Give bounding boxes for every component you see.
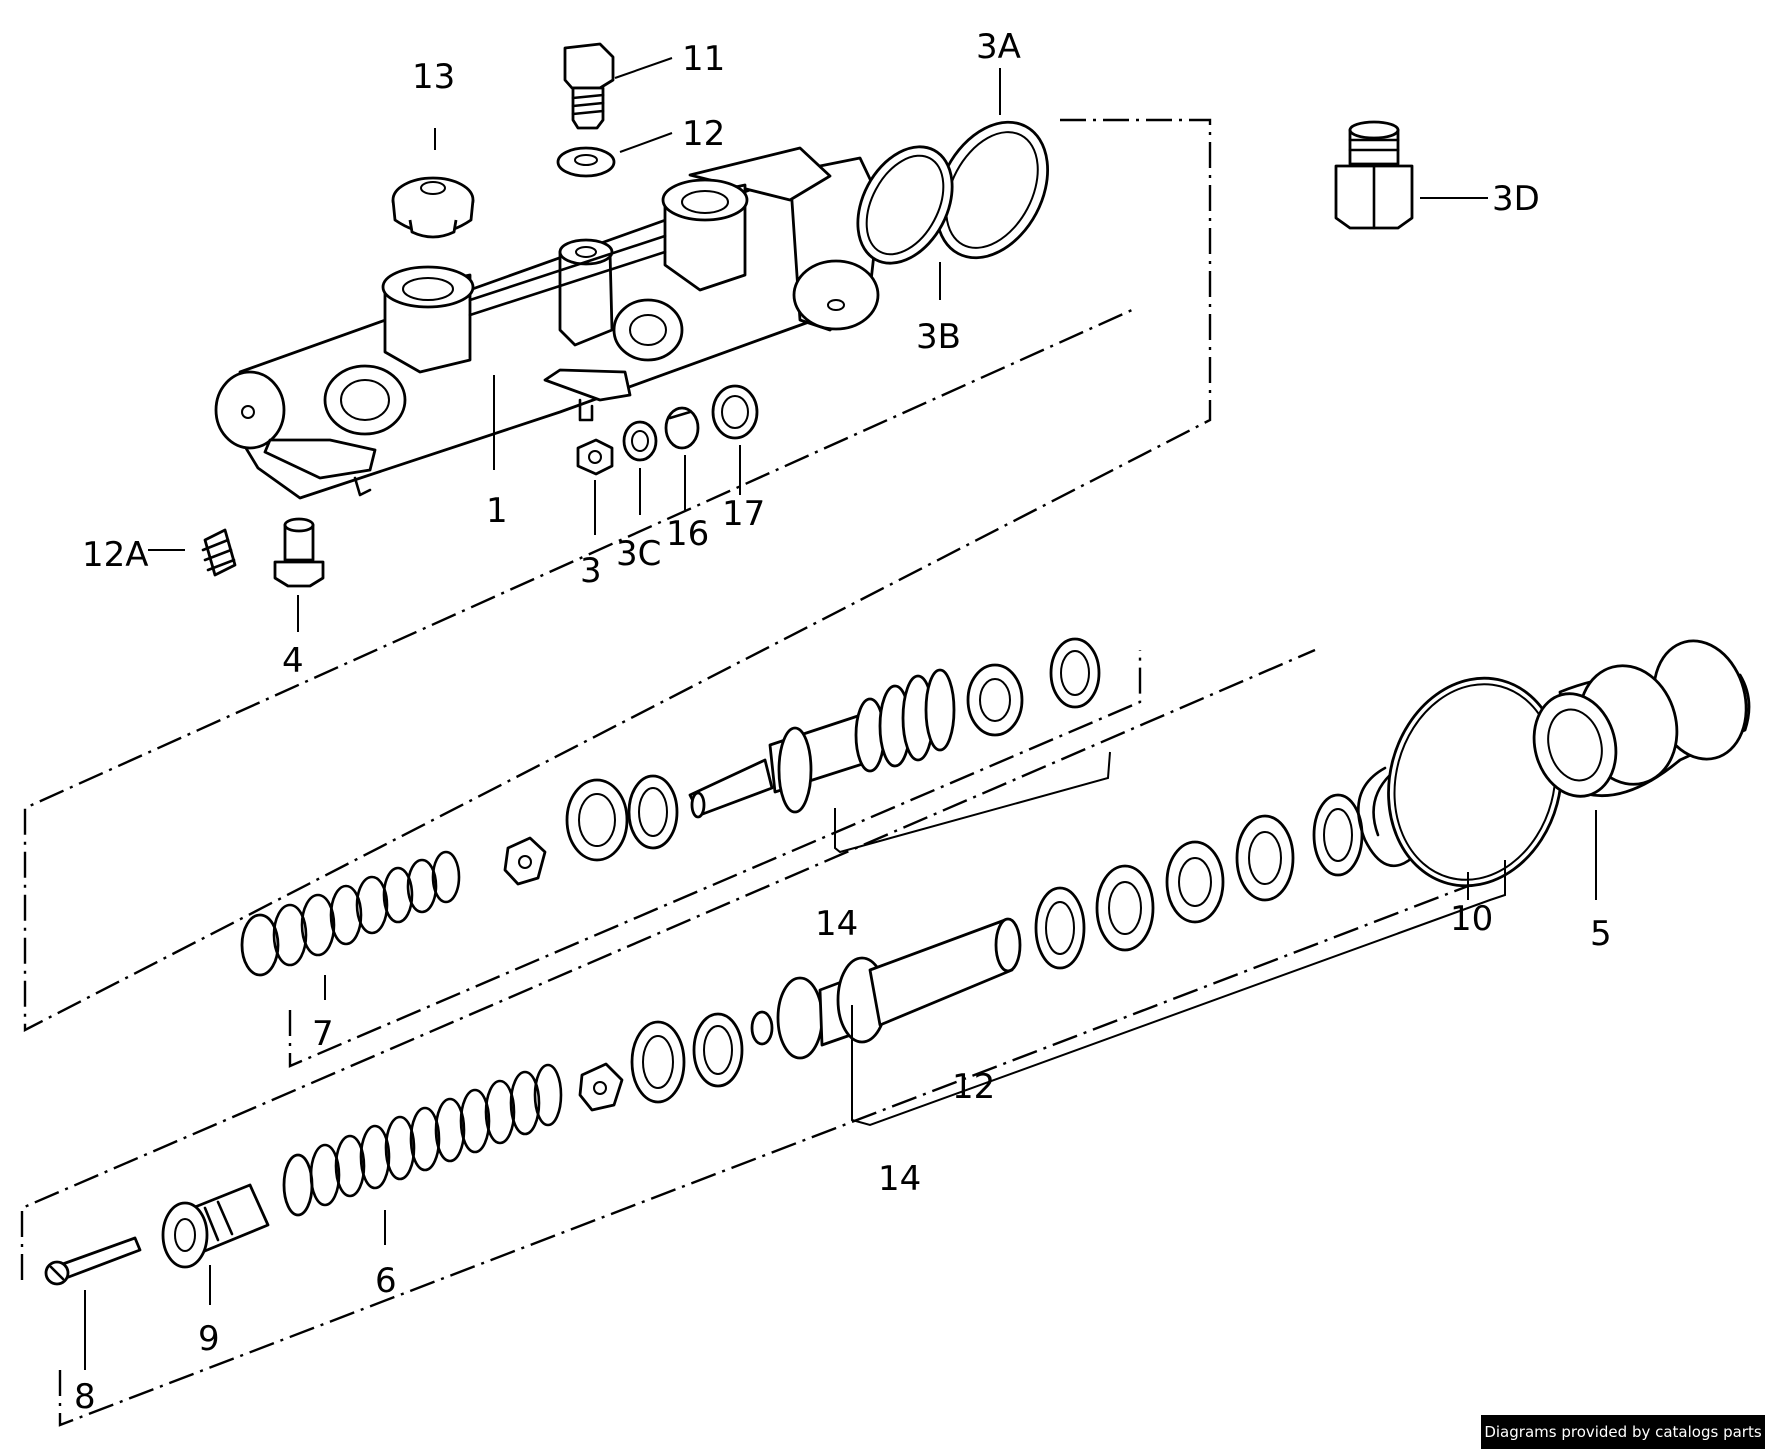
callout-labels: 1 3 3A 3B 3C 3D 4 5 6 7 8 9 10 11 12 12 … xyxy=(74,27,1612,1417)
cup-seal-upper-b xyxy=(966,663,1024,737)
piston-lower xyxy=(750,917,1022,1060)
washer-3C xyxy=(622,420,658,462)
seal-lower-c xyxy=(1165,840,1225,924)
piston-upper xyxy=(688,668,956,819)
cup-seal-upper-a xyxy=(565,778,629,862)
washer-upper-b xyxy=(1049,637,1101,709)
callout-12-bottom: 12 xyxy=(952,1067,995,1107)
callout-7: 7 xyxy=(312,1014,334,1054)
cup-seal-lower-b xyxy=(1095,864,1155,952)
callout-8: 8 xyxy=(74,1377,96,1417)
plug-12A xyxy=(201,528,237,577)
callout-13: 13 xyxy=(412,57,455,97)
cup-seal-lower-d xyxy=(1235,814,1295,902)
callout-12A: 12A xyxy=(82,535,149,575)
callout-10: 10 xyxy=(1450,899,1493,939)
spring-seat-upper xyxy=(503,836,547,886)
seal-17 xyxy=(711,384,759,440)
o-ring-10 xyxy=(1387,676,1563,888)
washer-lower-e xyxy=(1312,793,1364,877)
sleeve-16 xyxy=(664,406,700,450)
seal-ring-3B xyxy=(856,145,954,265)
callout-1: 1 xyxy=(486,491,508,531)
callout-16: 16 xyxy=(666,514,709,554)
spring-6 xyxy=(282,1063,563,1217)
cup-seal-lower-a xyxy=(630,1020,686,1104)
callout-3B: 3B xyxy=(916,317,961,357)
stop-sleeve-9 xyxy=(161,1183,270,1269)
callout-3C: 3C xyxy=(616,534,661,574)
callout-5: 5 xyxy=(1590,914,1612,954)
spring-7 xyxy=(240,850,461,977)
callout-3: 3 xyxy=(580,551,602,591)
spring-seat-lower xyxy=(578,1062,624,1112)
grommet-13 xyxy=(391,176,475,239)
callout-11: 11 xyxy=(682,39,725,79)
plug-4 xyxy=(273,517,325,588)
callout-9: 9 xyxy=(198,1319,220,1359)
diagram-credit-banner: Diagrams provided by catalogs parts xyxy=(1481,1415,1765,1449)
nut-3 xyxy=(576,438,614,476)
washer-lower-a xyxy=(692,1012,744,1088)
circlip xyxy=(1357,766,1414,868)
assembly-boundary-lines xyxy=(20,118,1512,1427)
callout-17: 17 xyxy=(722,494,765,534)
washer-upper-a xyxy=(627,774,679,850)
callout-12-top: 12 xyxy=(682,114,725,154)
washer-lower-b xyxy=(1034,886,1086,970)
leader-lines xyxy=(84,57,1597,1370)
master-cylinder-body xyxy=(214,146,882,500)
callout-3D: 3D xyxy=(1492,179,1540,219)
boot-5 xyxy=(1532,639,1751,798)
bolt-11 xyxy=(563,42,615,130)
fitting-3D xyxy=(1334,120,1414,230)
callout-6: 6 xyxy=(375,1261,397,1301)
screw-8 xyxy=(44,1236,142,1286)
callout-14-lower: 14 xyxy=(878,1159,921,1199)
callout-14-upper: 14 xyxy=(815,904,858,944)
callout-3A: 3A xyxy=(976,27,1021,67)
callout-4: 4 xyxy=(282,641,304,681)
washer-12-top xyxy=(556,146,616,178)
